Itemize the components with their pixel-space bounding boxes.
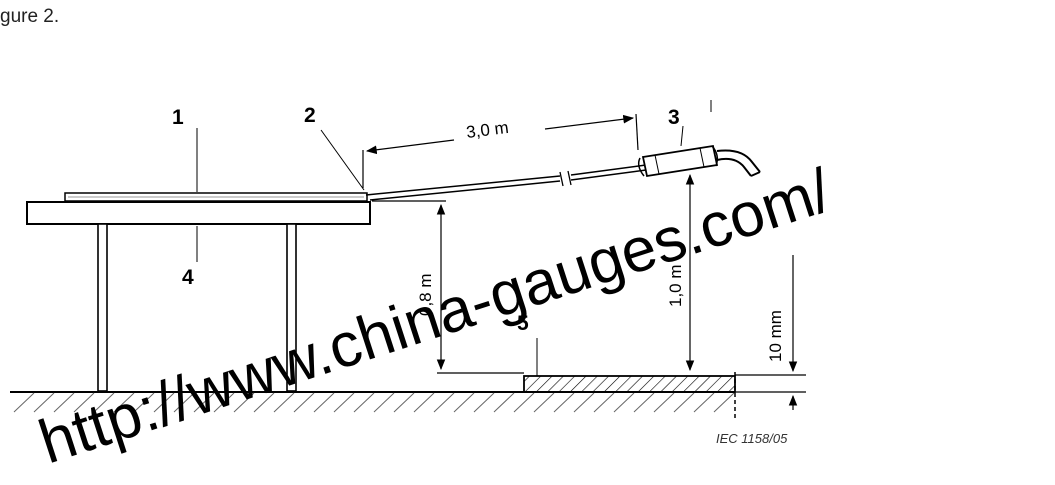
label-5: 5 [517,312,529,335]
appliance-base [64,192,368,202]
dim-plate-thickness: 10 mm [766,310,785,362]
table [26,201,371,392]
dim-table-height: 0,8 m [416,273,435,316]
figure-caption: gure 2. [0,6,60,27]
label-3: 3 [668,106,680,129]
dim-cord-length: 3,0 m [465,118,510,142]
figure-reference: IEC 1158/05 [716,431,788,446]
label-2: 2 [304,104,316,127]
handle [637,144,761,178]
dim-handle-height: 1,0 m [666,264,685,307]
leader-lines [196,100,712,376]
label-4: 4 [182,266,194,289]
label-1: 1 [172,106,184,129]
dimension-lines [362,113,806,410]
test-plate [523,375,736,393]
supply-cord [365,164,647,201]
